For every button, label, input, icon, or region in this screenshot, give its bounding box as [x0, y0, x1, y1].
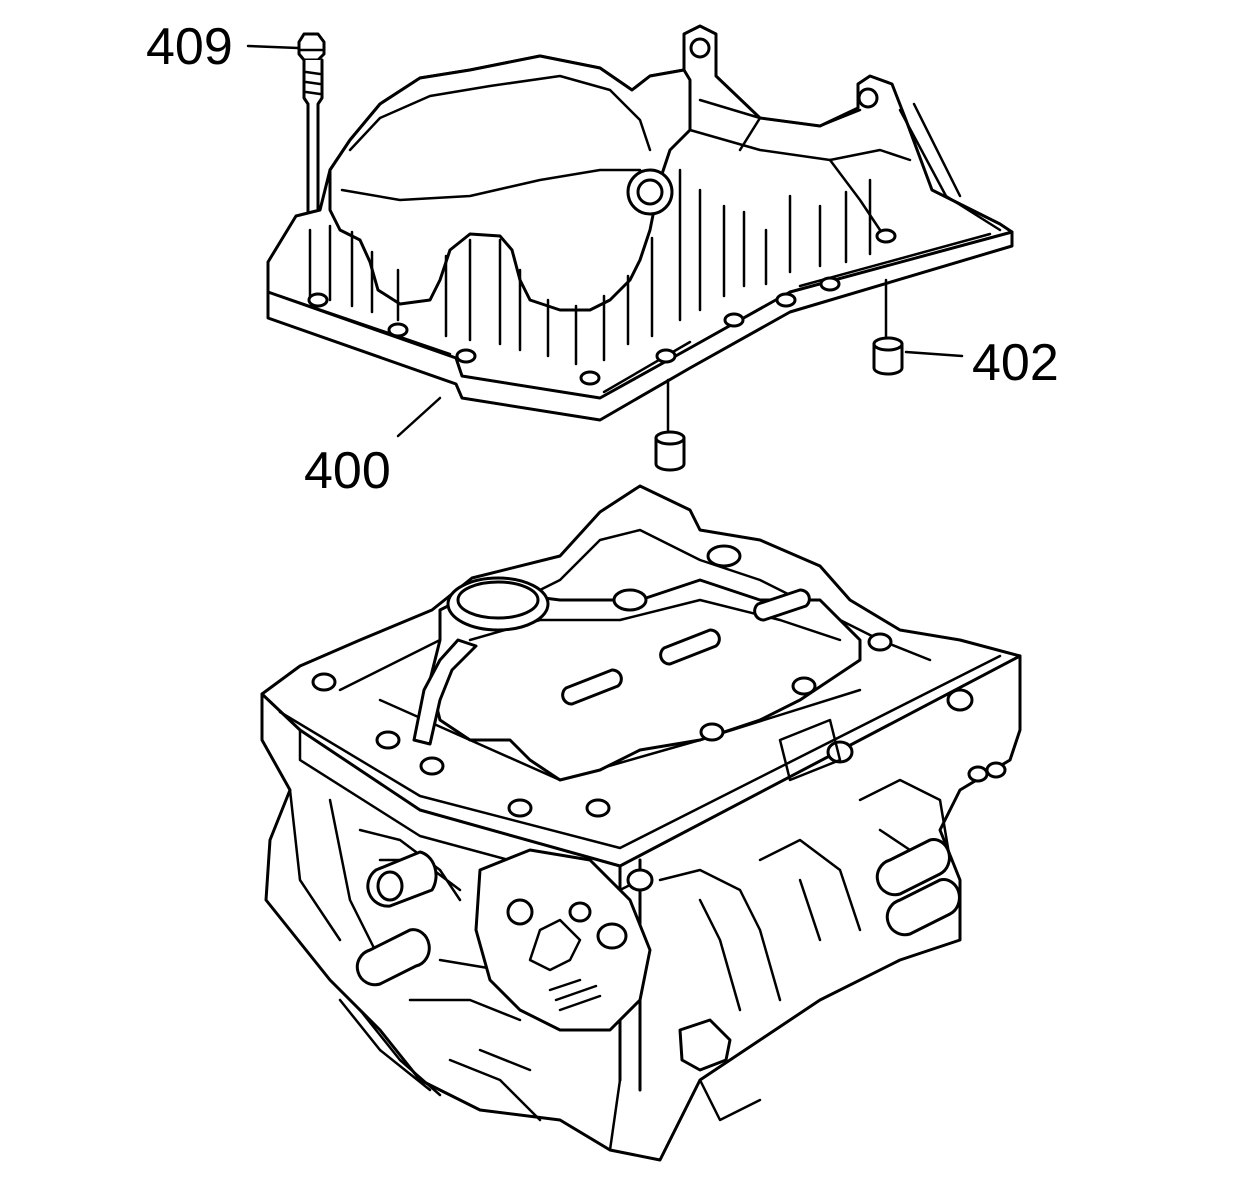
- engine-block: [260, 484, 1022, 1162]
- dowel-402: [872, 336, 904, 376]
- leader-line-402: [904, 350, 964, 358]
- leader-line-400: [396, 396, 442, 438]
- deck-bolts: [311, 632, 1007, 818]
- oil-pan-400: [266, 24, 1014, 422]
- slot: [659, 628, 721, 666]
- callout-402: 402: [972, 334, 1059, 392]
- flange-bolt-holes: [307, 228, 897, 386]
- slot: [561, 668, 623, 706]
- slot: [753, 588, 811, 622]
- leader-line-409: [246, 44, 300, 50]
- callout-409: 409: [146, 18, 233, 76]
- pickup-tube: [412, 638, 478, 746]
- callout-400: 400: [304, 442, 391, 500]
- dowel-lower: [654, 430, 686, 472]
